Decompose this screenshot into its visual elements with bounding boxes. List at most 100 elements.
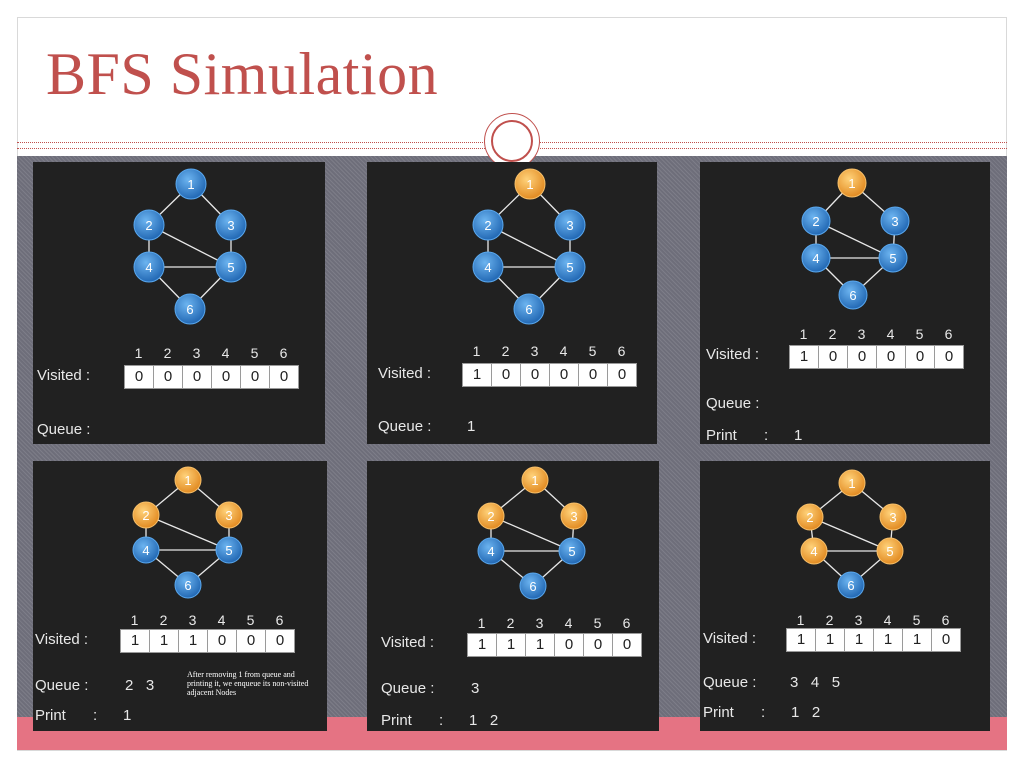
node-3: 3 xyxy=(879,503,907,531)
print-values: 1 xyxy=(794,427,803,444)
visited-index: 5 xyxy=(593,615,602,631)
node-4: 4 xyxy=(472,251,504,283)
print-colon: : xyxy=(93,707,98,724)
visited-cell: 0 xyxy=(550,364,579,386)
node-1: 1 xyxy=(837,168,867,198)
node-label: 2 xyxy=(812,214,819,229)
visited-cell: 0 xyxy=(125,366,154,388)
node-label: 1 xyxy=(526,177,533,192)
node-2: 2 xyxy=(477,502,505,530)
visited-node-icon xyxy=(521,466,549,494)
queue-label: Queue : xyxy=(706,395,760,412)
visited-cell: 1 xyxy=(468,634,497,656)
visited-cell: 1 xyxy=(497,634,526,656)
visited-label: Visited : xyxy=(35,631,89,648)
visited-index: 1 xyxy=(472,343,481,359)
print-colon: : xyxy=(439,712,444,729)
visited-node-icon xyxy=(800,537,828,565)
visited-index: 4 xyxy=(221,345,230,361)
visited-index: 2 xyxy=(163,345,172,361)
visited-index: 3 xyxy=(535,615,544,631)
unvisited-node-icon xyxy=(215,536,243,564)
node-4: 4 xyxy=(133,251,165,283)
node-6: 6 xyxy=(174,571,202,599)
visited-index: 4 xyxy=(883,612,892,628)
visited-cell: 0 xyxy=(212,366,241,388)
unvisited-node-icon xyxy=(477,537,505,565)
print-values: 1 2 xyxy=(469,712,499,729)
node-label: 5 xyxy=(886,544,893,559)
visited-label: Visited : xyxy=(703,630,757,647)
node-3: 3 xyxy=(560,502,588,530)
node-label: 5 xyxy=(566,260,573,275)
node-label: 6 xyxy=(525,302,532,317)
node-1: 1 xyxy=(838,469,866,497)
node-5: 5 xyxy=(215,251,247,283)
queue-values: 2 3 xyxy=(125,677,155,694)
visited-cell: 0 xyxy=(579,364,608,386)
unvisited-node-icon xyxy=(174,571,202,599)
node-label: 3 xyxy=(889,510,896,525)
node-3: 3 xyxy=(554,209,586,241)
visited-cell: 0 xyxy=(270,366,298,388)
visited-index: 5 xyxy=(912,612,921,628)
node-6: 6 xyxy=(838,280,868,310)
visited-cell: 1 xyxy=(874,629,903,651)
node-4: 4 xyxy=(477,537,505,565)
node-label: 1 xyxy=(848,476,855,491)
unvisited-node-icon xyxy=(558,537,586,565)
visited-node-icon xyxy=(514,168,546,200)
visited-node-icon xyxy=(837,168,867,198)
visited-cell: 1 xyxy=(845,629,874,651)
unvisited-node-icon xyxy=(880,206,910,236)
node-label: 3 xyxy=(891,214,898,229)
visited-cell: 0 xyxy=(819,346,848,368)
unvisited-node-icon xyxy=(554,209,586,241)
edge-2-5 xyxy=(145,514,230,551)
visited-cell: 0 xyxy=(608,364,636,386)
unvisited-node-icon xyxy=(133,209,165,241)
visited-index: 1 xyxy=(130,612,139,628)
print-colon: : xyxy=(764,427,769,444)
queue-label: Queue : xyxy=(37,421,91,438)
visited-node-icon xyxy=(876,537,904,565)
unvisited-node-icon xyxy=(519,572,547,600)
visited-cell: 0 xyxy=(521,364,550,386)
print-label: Print xyxy=(35,707,66,724)
node-1: 1 xyxy=(174,466,202,494)
visited-node-icon xyxy=(215,501,243,529)
visited-node-icon xyxy=(838,469,866,497)
visited-index: 5 xyxy=(246,612,255,628)
slide-title: BFS Simulation xyxy=(46,41,439,107)
node-5: 5 xyxy=(554,251,586,283)
unvisited-node-icon xyxy=(878,243,908,273)
edge-2-5 xyxy=(490,515,573,552)
node-label: 6 xyxy=(529,579,536,594)
node-6: 6 xyxy=(837,571,865,599)
node-label: 4 xyxy=(484,260,491,275)
node-label: 5 xyxy=(225,543,232,558)
visited-label: Visited : xyxy=(381,634,435,651)
visited-index: 2 xyxy=(506,615,515,631)
node-label: 6 xyxy=(849,288,856,303)
node-label: 4 xyxy=(487,544,494,559)
visited-cell: 1 xyxy=(526,634,555,656)
visited-cell: 0 xyxy=(208,630,237,652)
visited-cell: 1 xyxy=(179,630,208,652)
node-6: 6 xyxy=(174,293,206,325)
unvisited-node-icon xyxy=(174,293,206,325)
node-5: 5 xyxy=(878,243,908,273)
